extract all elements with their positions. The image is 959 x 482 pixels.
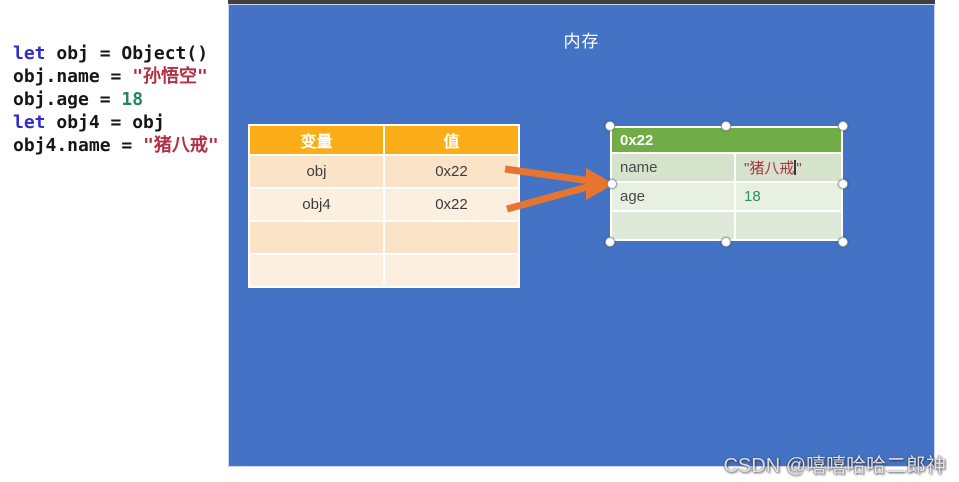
code-text: obj.age =: [13, 89, 122, 110]
property-key-cell: [612, 212, 734, 239]
table-row: [612, 212, 841, 239]
object-box[interactable]: 0x22 name "猪八戒" age 18: [610, 126, 843, 241]
object-address-cell: 0x22: [612, 128, 841, 152]
top-bar: [228, 0, 935, 4]
watermark: CSDN @嘻嘻哈哈二郎神: [723, 455, 946, 477]
variable-name-cell: obj: [250, 156, 383, 187]
code-line: obj.age = 18: [13, 88, 219, 111]
variable-value-cell: [384, 222, 518, 253]
selection-handle-top-left[interactable]: [605, 121, 615, 131]
variables-header-variable: 变量: [250, 126, 383, 154]
table-row: name "猪八戒": [612, 154, 841, 181]
variable-name-cell: [250, 222, 383, 253]
variable-value-cell: 0x22: [384, 189, 518, 220]
object-box-header-row: 0x22: [612, 128, 841, 152]
variable-name-cell: [250, 255, 383, 286]
code-string: "孙悟空": [132, 66, 208, 87]
selection-handle-bottom-right[interactable]: [838, 237, 848, 247]
property-string-value: "猪八戒: [744, 160, 795, 177]
variables-header-value: 值: [384, 126, 518, 154]
selection-handle-bottom-middle[interactable]: [721, 237, 731, 247]
property-value-cell: 18: [736, 183, 841, 210]
code-string: "猪八戒": [143, 135, 219, 156]
code-text: obj4.name =: [13, 135, 144, 156]
code-block: let obj = Object() obj.name = "孙悟空" obj.…: [13, 42, 219, 157]
selection-handle-top-right[interactable]: [838, 121, 848, 131]
selection-handle-middle-right[interactable]: [838, 179, 848, 189]
variables-table[interactable]: 变量 值 obj 0x22 obj4 0x22: [248, 124, 520, 288]
code-keyword: let: [13, 112, 46, 133]
code-keyword: let: [13, 43, 46, 64]
table-row: [250, 222, 518, 253]
code-text: obj4 = obj: [45, 112, 165, 133]
code-line: let obj4 = obj: [13, 111, 219, 134]
property-key-cell: name: [612, 154, 734, 181]
code-line: obj4.name = "猪八戒": [13, 134, 219, 157]
table-row: age 18: [612, 183, 841, 210]
panel-title: 内存: [563, 32, 600, 51]
property-key-cell: age: [612, 183, 734, 210]
table-row: obj 0x22: [250, 156, 518, 187]
code-text: obj.name =: [13, 66, 133, 87]
code-text: obj = Object(): [45, 43, 209, 64]
variable-name-cell: obj4: [250, 189, 383, 220]
table-row: [250, 255, 518, 286]
property-value-cell: "猪八戒": [736, 154, 841, 181]
code-line: obj.name = "孙悟空": [13, 65, 219, 88]
property-string-close-quote: ": [796, 160, 802, 177]
selection-handle-middle-left[interactable]: [607, 179, 617, 189]
selection-handle-bottom-left[interactable]: [605, 237, 615, 247]
selection-handle-top-middle[interactable]: [721, 121, 731, 131]
code-line: let obj = Object(): [13, 42, 219, 65]
variable-value-cell: [384, 255, 518, 286]
variable-value-cell: 0x22: [384, 156, 518, 187]
code-number: 18: [121, 89, 144, 110]
table-row: obj4 0x22: [250, 189, 518, 220]
property-value-cell: [736, 212, 841, 239]
variables-table-header-row: 变量 值: [250, 126, 518, 154]
text-caret: [794, 160, 797, 175]
